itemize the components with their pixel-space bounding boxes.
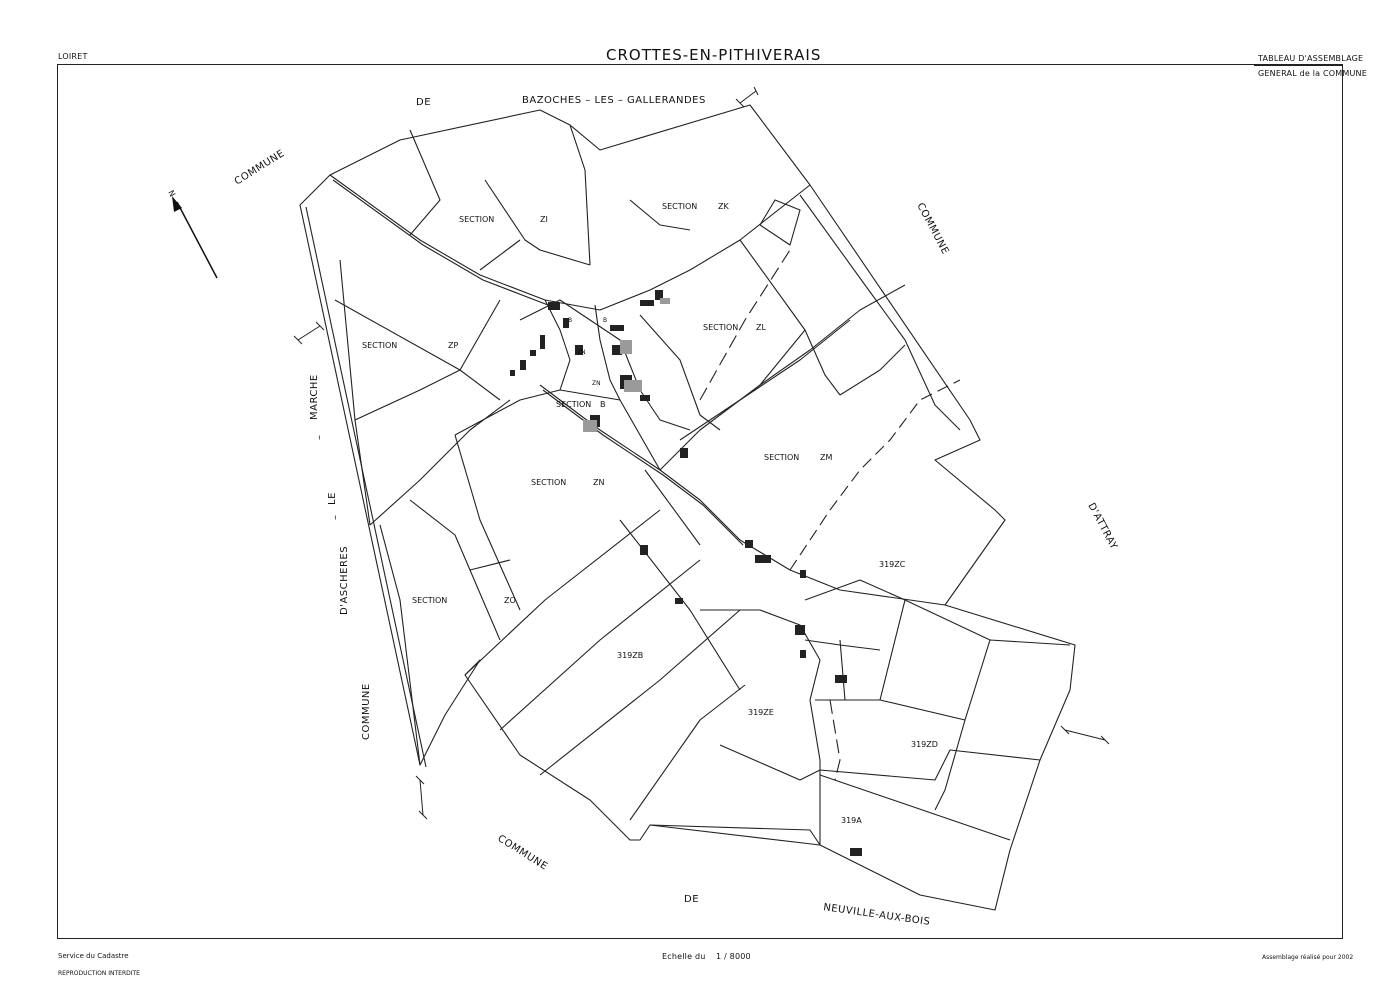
- road-north: [329, 174, 811, 311]
- neighbour-west-2: –: [314, 435, 325, 441]
- north-arrow-icon: [172, 196, 218, 279]
- parcel-319ze: 319ZE: [748, 708, 774, 717]
- sheet-type-label: TABLEAU D'ASSEMBLAGE: [1258, 54, 1364, 63]
- commune-title: CROTTES-EN-PITHIVERAIS: [606, 46, 822, 64]
- sheet-subtitle-label: GENERAL de la COMMUNE: [1258, 69, 1367, 78]
- road-south-east: [539, 384, 946, 606]
- section-zo-word: SECTION: [412, 596, 447, 605]
- neighbour-northwest: COMMUNE: [233, 148, 287, 187]
- map-frame: [57, 64, 1343, 939]
- neighbour-west-5: D'ASCHERES: [339, 546, 350, 615]
- department-label: LOIRET: [58, 52, 88, 61]
- section-zl-code: ZL: [756, 323, 766, 332]
- neighbour-east-a: COMMUNE: [914, 201, 950, 256]
- footer-service: Service du Cadastre: [58, 952, 129, 960]
- neighbour-south-b: DE: [684, 894, 699, 905]
- footer-scale-value: 1 / 8000: [716, 952, 751, 961]
- section-zn-code: ZN: [593, 478, 604, 487]
- footer-reproduction: REPRODUCTION INTERDITE: [58, 970, 140, 977]
- neighbour-south-c: NEUVILLE-AUX-BOIS: [823, 902, 931, 928]
- village-buildings: [510, 290, 862, 856]
- section-zi-word: SECTION: [459, 215, 494, 224]
- north-arrow-label: N: [166, 189, 177, 199]
- section-zo-code: ZO: [504, 596, 516, 605]
- parcel-319zd: 319ZD: [911, 740, 938, 749]
- neighbour-west-3: LE: [327, 492, 338, 505]
- section-b-code: B: [600, 400, 606, 409]
- commune-boundary: [299, 104, 1076, 911]
- neighbour-east-b: D'ATTRAY: [1085, 501, 1119, 552]
- section-zn-small: ZN: [592, 380, 601, 387]
- section-b-small-1: B: [568, 317, 572, 324]
- header-rule: [1254, 65, 1343, 66]
- section-b-small-2: B: [603, 317, 607, 324]
- section-zi-code: ZI: [540, 215, 548, 224]
- section-zp-word: SECTION: [362, 341, 397, 350]
- neighbour-west-4: –: [330, 515, 341, 521]
- section-zk-word: SECTION: [662, 202, 697, 211]
- section-zl-word: SECTION: [703, 323, 738, 332]
- neighbour-north-a: DE: [416, 97, 431, 108]
- section-b-word: SECTION: [556, 400, 591, 409]
- parcel-319a: 319A: [841, 816, 862, 825]
- boundary-markers: [293, 86, 1110, 820]
- neighbour-south-a: COMMUNE: [495, 833, 549, 872]
- neighbour-west-6: COMMUNE: [361, 683, 372, 740]
- section-zn-word: SECTION: [531, 478, 566, 487]
- parcel-319zc: 319ZC: [879, 560, 906, 569]
- section-zp-code: ZP: [448, 341, 458, 350]
- section-zm-code: ZM: [820, 453, 832, 462]
- neighbour-west-1: MARCHE: [309, 374, 320, 420]
- parcel-319zb: 319ZB: [617, 651, 643, 660]
- neighbour-north-b: BAZOCHES – LES – GALLERANDES: [522, 95, 706, 106]
- section-zm-word: SECTION: [764, 453, 799, 462]
- section-zk-code: ZK: [718, 202, 729, 211]
- footer-assemblage: Assemblage réalisé pour 2002: [1262, 954, 1354, 961]
- footer-scale-label: Echelle du: [662, 952, 706, 961]
- section-zn-small-2: ZN: [577, 349, 586, 356]
